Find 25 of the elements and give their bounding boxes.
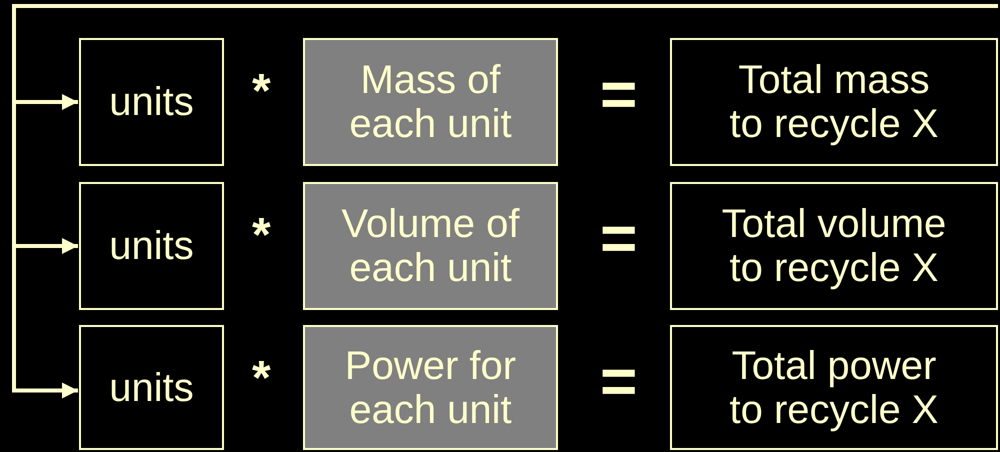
- box-text: Volume of each unit: [340, 202, 520, 290]
- quantity-box: [79, 182, 224, 310]
- box-text: Total volume to recycle X: [720, 202, 948, 290]
- multiply-sign: *: [252, 355, 271, 403]
- box-text: units: [109, 80, 194, 124]
- factor-box: [303, 182, 558, 310]
- equals-sign: =: [600, 349, 638, 413]
- quantity-box: [79, 38, 224, 166]
- result-box: [670, 325, 998, 450]
- quantity-box: [79, 325, 224, 450]
- box-text: Mass of each unit: [348, 58, 513, 146]
- factor-box: [303, 325, 558, 450]
- result-box: [670, 182, 998, 310]
- result-box: [670, 38, 998, 166]
- box-text: Total mass to recycle X: [728, 58, 940, 146]
- box-text: Power for each unit: [344, 344, 518, 432]
- arrow: [12, 4, 998, 398]
- multiply-sign: *: [252, 212, 271, 260]
- box-text: units: [109, 224, 194, 268]
- multiply-sign: *: [252, 68, 271, 116]
- box-text: Total power to recycle X: [728, 344, 940, 432]
- equals-sign: =: [600, 62, 638, 126]
- factor-box: [303, 38, 558, 166]
- equals-sign: =: [600, 206, 638, 270]
- box-text: units: [109, 366, 194, 410]
